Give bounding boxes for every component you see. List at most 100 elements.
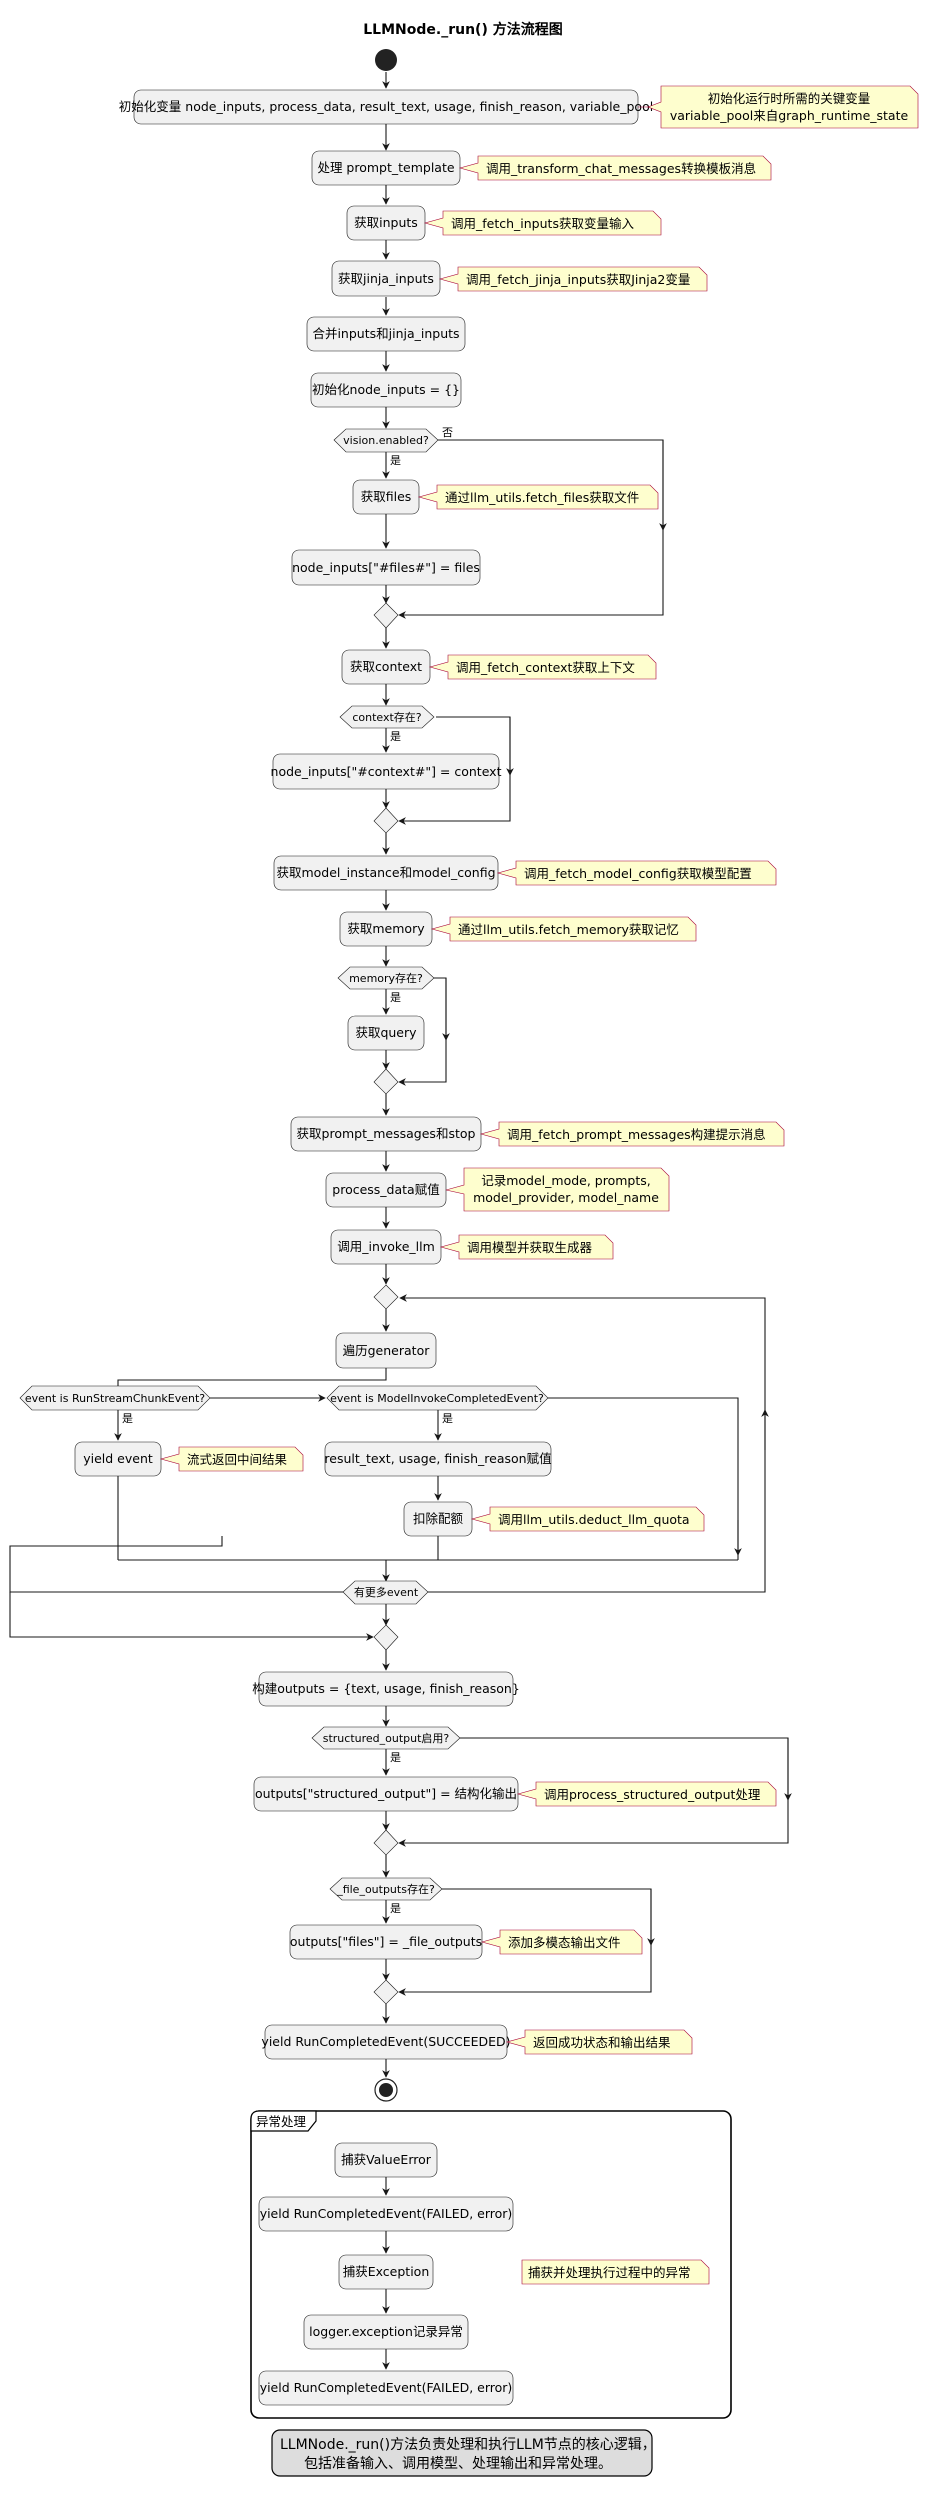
action-get-memory: 获取memory bbox=[339, 911, 433, 947]
svg-text:获取inputs: 获取inputs bbox=[354, 215, 418, 230]
merge-context bbox=[373, 807, 399, 834]
svg-text:event is RunStreamChunkEvent?: event is RunStreamChunkEvent? bbox=[25, 1392, 205, 1405]
note-structured: 调用process_structured_output处理 bbox=[516, 1781, 777, 1807]
svg-text:yield RunCompletedEvent(FAILED: yield RunCompletedEvent(FAILED, error) bbox=[260, 2206, 513, 2221]
svg-text:yield RunCompletedEvent(FAILED: yield RunCompletedEvent(FAILED, error) bbox=[260, 2380, 513, 2395]
svg-text:调用process_structured_output处理: 调用process_structured_output处理 bbox=[544, 1787, 761, 1802]
decision-invoke-yes: 是 bbox=[442, 1412, 453, 1425]
note-get-model: 调用_fetch_model_config获取模型配置 bbox=[496, 860, 777, 886]
svg-text:context存在?: context存在? bbox=[352, 710, 421, 724]
merge-vision bbox=[373, 602, 399, 629]
action-get-prompt: 获取prompt_messages和stop bbox=[290, 1116, 482, 1152]
decision-vision-yes: 是 bbox=[390, 454, 401, 467]
action-get-files: 获取files bbox=[352, 479, 420, 515]
note-get-prompt: 调用_fetch_prompt_messages构建提示消息 bbox=[479, 1121, 785, 1147]
connectors bbox=[9, 72, 792, 2370]
svg-text:vision.enabled?: vision.enabled? bbox=[343, 434, 429, 447]
note-exception: 捕获并处理执行过程中的异常 bbox=[521, 2259, 710, 2285]
svg-text:structured_output启用?: structured_output启用? bbox=[323, 1732, 450, 1745]
svg-text:_file_outputs存在?: _file_outputs存在? bbox=[336, 1882, 435, 1896]
svg-text:获取memory: 获取memory bbox=[347, 921, 425, 936]
action-get-jinja: 获取jinja_inputs bbox=[331, 260, 441, 297]
action-set-files: node_inputs["#files#"] = files bbox=[291, 549, 481, 586]
svg-text:捕获并处理执行过程中的异常: 捕获并处理执行过程中的异常 bbox=[528, 2265, 691, 2280]
svg-text:logger.exception记录异常: logger.exception记录异常 bbox=[309, 2324, 463, 2339]
action-get-inputs: 获取inputs bbox=[346, 205, 426, 241]
svg-text:node_inputs["#context#"] = con: node_inputs["#context#"] = context bbox=[271, 764, 502, 779]
merge-memory bbox=[373, 1068, 399, 1095]
action-invoke-llm: 调用_invoke_llm bbox=[330, 1229, 442, 1265]
decision-invoke-completed: event is ModelInvokeCompletedEvent? 是 bbox=[326, 1385, 549, 1425]
svg-text:node_inputs["#files#"] = files: node_inputs["#files#"] = files bbox=[292, 560, 480, 575]
note-get-jinja: 调用_fetch_jinja_inputs获取Jinja2变量 bbox=[438, 266, 708, 292]
svg-text:捕获ValueError: 捕获ValueError bbox=[341, 2152, 432, 2167]
svg-text:获取query: 获取query bbox=[355, 1025, 417, 1040]
svg-text:通过llm_utils.fetch_memory获取记忆: 通过llm_utils.fetch_memory获取记忆 bbox=[458, 922, 679, 937]
decision-stream-yes: 是 bbox=[122, 1412, 133, 1425]
note-get-memory: 通过llm_utils.fetch_memory获取记忆 bbox=[430, 916, 697, 942]
decision-file-outputs-yes: 是 bbox=[390, 1902, 401, 1915]
svg-text:记录model_mode, prompts,: 记录model_mode, prompts, bbox=[481, 1173, 651, 1188]
action-iterate-generator: 遍历generator bbox=[335, 1332, 437, 1369]
exception-item-failed-1: yield RunCompletedEvent(FAILED, error) bbox=[258, 2196, 514, 2232]
decision-context-yes: 是 bbox=[390, 730, 401, 743]
note-completed: 返回成功状态和输出结果 bbox=[505, 2029, 693, 2055]
svg-text:outputs["files"] = _file_outpu: outputs["files"] = _file_outputs bbox=[290, 1934, 482, 1949]
svg-text:添加多模态输出文件: 添加多模态输出文件 bbox=[508, 1935, 621, 1950]
svg-text:variable_pool来自graph_runtime_s: variable_pool来自graph_runtime_state bbox=[670, 108, 909, 123]
decision-file-outputs: _file_outputs存在? 是 bbox=[329, 1877, 443, 1915]
svg-text:获取files: 获取files bbox=[361, 489, 412, 504]
action-build-outputs: 构建outputs = {text, usage, finish_reason} bbox=[252, 1671, 520, 1707]
note-get-files: 通过llm_utils.fetch_files获取文件 bbox=[417, 484, 659, 510]
exception-item-value-error: 捕获ValueError bbox=[334, 2142, 438, 2178]
svg-text:初始化node_inputs = {}: 初始化node_inputs = {} bbox=[312, 382, 460, 397]
svg-text:初始化运行时所需的关键变量: 初始化运行时所需的关键变量 bbox=[708, 91, 871, 106]
action-set-context: node_inputs["#context#"] = context bbox=[271, 753, 502, 790]
decision-vision-no: 否 bbox=[442, 426, 453, 439]
exception-item-logger: logger.exception记录异常 bbox=[303, 2314, 469, 2350]
decision-context: context存在? 是 bbox=[339, 705, 435, 743]
action-yield-event: yield event bbox=[74, 1441, 162, 1477]
action-init-vars: 初始化变量 node_inputs, process_data, result_… bbox=[119, 89, 653, 125]
svg-text:调用_invoke_llm: 调用_invoke_llm bbox=[337, 1239, 435, 1254]
action-files-output: outputs["files"] = _file_outputs bbox=[289, 1924, 483, 1960]
decision-memory-yes: 是 bbox=[390, 991, 401, 1004]
svg-text:outputs["structured_output"] =: outputs["structured_output"] = 结构化输出 bbox=[255, 1786, 517, 1801]
svg-text:获取model_instance和model_config: 获取model_instance和model_config bbox=[276, 865, 495, 880]
svg-text:包括准备输入、调用模型、处理输出和异常处理。: 包括准备输入、调用模型、处理输出和异常处理。 bbox=[304, 2455, 612, 2472]
exception-item-exception: 捕获Exception bbox=[338, 2254, 434, 2290]
svg-text:memory存在?: memory存在? bbox=[349, 971, 423, 985]
end-node bbox=[374, 2078, 398, 2102]
decision-vision: vision.enabled? 是 否 bbox=[333, 426, 453, 467]
decision-stream-chunk: event is RunStreamChunkEvent? 是 bbox=[19, 1385, 211, 1425]
exception-item-failed-2: yield RunCompletedEvent(FAILED, error) bbox=[258, 2370, 514, 2406]
start-node bbox=[375, 49, 397, 71]
action-get-model: 获取model_instance和model_config bbox=[273, 855, 499, 891]
svg-text:process_data赋值: process_data赋值 bbox=[332, 1182, 439, 1197]
svg-text:调用_fetch_inputs获取变量输入: 调用_fetch_inputs获取变量输入 bbox=[451, 216, 634, 231]
note-files-out: 添加多模态输出文件 bbox=[480, 1929, 643, 1955]
action-deduct-quota: 扣除配额 bbox=[403, 1501, 473, 1537]
diagram-caption: LLMNode._run()方法负责处理和执行LLM节点的核心逻辑， 包括准备输… bbox=[271, 2429, 656, 2477]
decision-structured-yes: 是 bbox=[390, 1751, 401, 1764]
action-process-data: process_data赋值 bbox=[325, 1172, 447, 1208]
svg-text:yield event: yield event bbox=[83, 1451, 153, 1466]
note-invoke: 调用模型并获取生成器 bbox=[439, 1234, 614, 1260]
action-init-node-inputs: 初始化node_inputs = {} bbox=[310, 372, 462, 408]
note-prompt-template: 调用_transform_chat_messages转换模板消息 bbox=[458, 155, 772, 181]
svg-text:调用llm_utils.deduct_llm_quota: 调用llm_utils.deduct_llm_quota bbox=[498, 1512, 690, 1527]
note-get-inputs: 调用_fetch_inputs获取变量输入 bbox=[423, 210, 662, 236]
action-run-completed: yield RunCompletedEvent(SUCCEEDED) bbox=[261, 2024, 511, 2060]
merge-loop bbox=[373, 1284, 399, 1310]
decision-more-events: 有更多event bbox=[342, 1580, 429, 1605]
svg-text:调用_fetch_model_config获取模型配置: 调用_fetch_model_config获取模型配置 bbox=[524, 866, 752, 881]
action-get-query: 获取query bbox=[347, 1015, 425, 1051]
svg-text:获取jinja_inputs: 获取jinja_inputs bbox=[338, 271, 434, 286]
svg-text:调用_transform_chat_messages转换模板: 调用_transform_chat_messages转换模板消息 bbox=[486, 161, 756, 176]
svg-text:有更多event: 有更多event bbox=[354, 1585, 419, 1599]
svg-text:调用_fetch_context获取上下文: 调用_fetch_context获取上下文 bbox=[456, 660, 635, 675]
svg-text:通过llm_utils.fetch_files获取文件: 通过llm_utils.fetch_files获取文件 bbox=[445, 490, 639, 505]
svg-text:调用_fetch_jinja_inputs获取Jinja2变: 调用_fetch_jinja_inputs获取Jinja2变量 bbox=[466, 272, 690, 287]
decision-structured-output: structured_output启用? 是 bbox=[311, 1726, 461, 1764]
